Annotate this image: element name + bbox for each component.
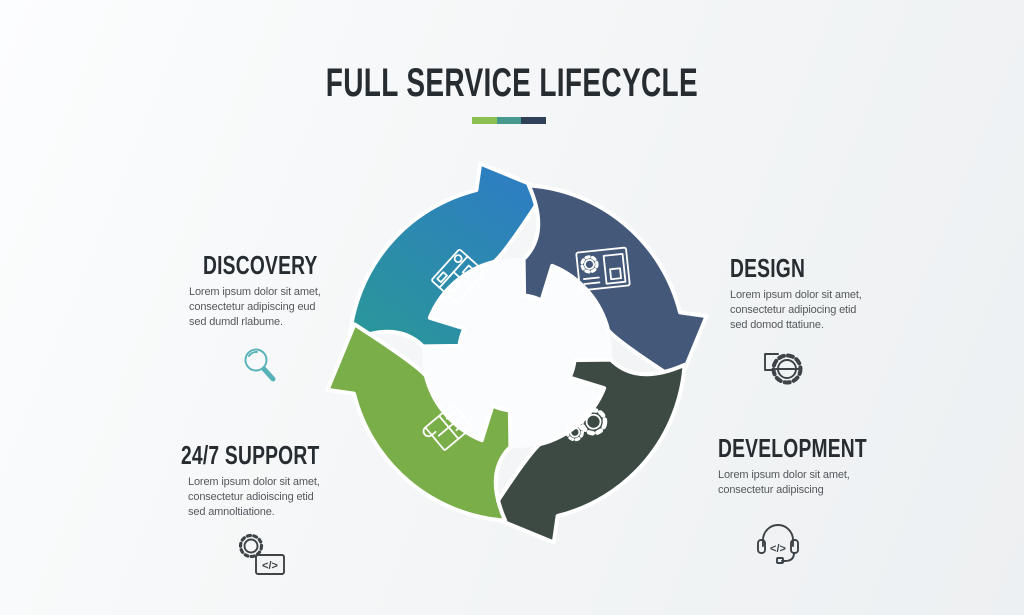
page-title: FULL SERVICE LIFECYCLE [325, 61, 699, 105]
gear-code-icon: </> [238, 533, 285, 575]
section-title: DEVELOPMENT [718, 433, 867, 463]
blueprint-icon [422, 404, 473, 451]
section-body: Lorem ipsum dolor sit amet, consectetur … [189, 286, 321, 328]
svg-text:</>: </> [262, 560, 278, 572]
layout-gear-icon [575, 246, 631, 292]
gears-icon [565, 407, 608, 442]
section-title: DESIGN [730, 253, 806, 283]
section-title: DISCOVERY [203, 250, 318, 280]
section-body: Lorem ipsum dolor sit amet, consectetur … [188, 476, 320, 518]
section-body: Lorem ipsum dolor sit amet, consectetur … [730, 289, 862, 331]
magnifier-icon [244, 348, 276, 382]
underline-segment-green [472, 117, 497, 124]
wireframe-window-icon [431, 248, 485, 304]
underline-segment-teal [496, 117, 522, 124]
cycle-center-disc [422, 258, 612, 448]
section-body: Lorem ipsum dolor sit amet, consectetur … [718, 469, 850, 496]
section-title: 24/7 SUPPORT [181, 440, 320, 470]
gear-document-icon [764, 353, 803, 385]
section-support: 24/7 SUPPORT Lorem ipsum dolor sit amet,… [181, 442, 327, 580]
section-development: DEVELOPMENT Lorem ipsum dolor sit amet, … [718, 433, 867, 568]
title-underline [472, 117, 547, 124]
header: FULL SERVICE LIFECYCLE [0, 63, 1024, 103]
underline-segment-navy [521, 117, 547, 124]
svg-text:</>: </> [770, 543, 786, 555]
lifecycle-cycle-diagram [325, 161, 709, 545]
headset-code-icon: </> [757, 524, 799, 564]
section-discovery: DISCOVERY Lorem ipsum dolor sit amet, co… [189, 252, 329, 394]
section-design: DESIGN Lorem ipsum dolor sit amet, conse… [730, 255, 866, 395]
